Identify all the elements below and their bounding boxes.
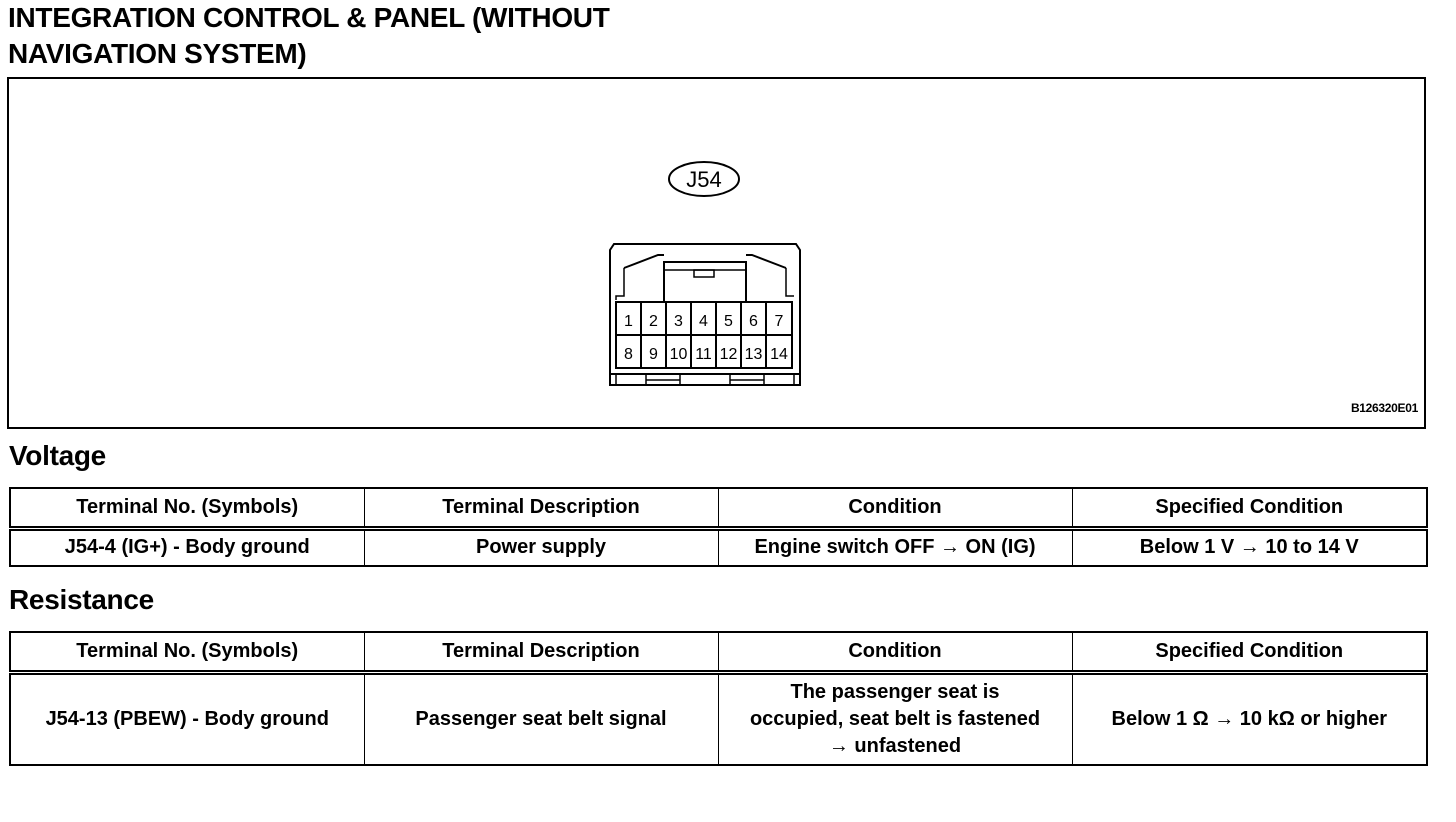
page-title-line-2: NAVIGATION SYSTEM): [8, 38, 307, 69]
connector-housing: [609, 243, 801, 386]
column-header: Specified Condition: [1071, 631, 1428, 675]
column-header: Condition: [717, 487, 1073, 531]
description-cell: Passenger seat belt signal: [363, 672, 719, 765]
specified-cell: Below 1 Ω → 10 kΩ or higher: [1071, 672, 1428, 765]
table-header-row: Terminal No. (Symbols) Terminal Descript…: [9, 487, 1428, 531]
connector-label: J54: [686, 167, 721, 192]
page-title-line-1: INTEGRATION CONTROL & PANEL (WITHOUT: [8, 2, 610, 33]
terminal-cell: J54-4 (IG+) - Body ground: [9, 528, 365, 566]
table-header-row: Terminal No. (Symbols) Terminal Descript…: [9, 631, 1428, 675]
column-header: Terminal No. (Symbols): [9, 487, 365, 531]
pin-6: 6: [749, 313, 758, 330]
pin-7: 7: [775, 313, 784, 330]
pin-labels: 1 2 3 4 5 6 7 8 9 10 11 12 13 14: [624, 313, 788, 363]
pin-14: 14: [770, 346, 788, 363]
column-header: Terminal Description: [363, 487, 719, 531]
column-header: Specified Condition: [1071, 487, 1428, 531]
pin-1: 1: [624, 313, 633, 330]
connector-diagram: J54: [609, 161, 801, 386]
resistance-heading: Resistance: [9, 584, 154, 615]
description-cell: Power supply: [363, 528, 719, 566]
pin-8: 8: [624, 346, 633, 363]
pin-3: 3: [674, 313, 683, 330]
condition-line-1: The passenger seat is: [790, 680, 1000, 703]
connector-figure: J54: [7, 77, 1426, 429]
column-header: Terminal No. (Symbols): [9, 631, 365, 675]
voltage-table: Terminal No. (Symbols) Terminal Descript…: [9, 487, 1428, 567]
pin-11: 11: [695, 346, 712, 363]
pin-2: 2: [649, 313, 658, 330]
condition-cell: Engine switch OFF → ON (IG): [717, 528, 1073, 566]
column-header: Terminal Description: [363, 631, 719, 675]
condition-line-3: → unfastened: [828, 734, 962, 757]
table-row: J54-4 (IG+) - Body ground Power supply E…: [9, 528, 1428, 566]
pin-9: 9: [649, 346, 658, 363]
pin-10: 10: [670, 346, 688, 363]
voltage-heading: Voltage: [9, 440, 106, 471]
specified-cell: Below 1 V → 10 to 14 V: [1071, 528, 1428, 566]
column-header: Condition: [717, 631, 1073, 675]
pin-4: 4: [699, 313, 708, 330]
condition-line-2: occupied, seat belt is fastened: [749, 707, 1041, 730]
pin-13: 13: [745, 346, 763, 363]
condition-cell: The passenger seat is occupied, seat bel…: [717, 672, 1073, 765]
resistance-table: Terminal No. (Symbols) Terminal Descript…: [9, 631, 1428, 766]
terminal-cell: J54-13 (PBEW) - Body ground: [9, 672, 365, 765]
pin-12: 12: [720, 346, 738, 363]
table-row: J54-13 (PBEW) - Body ground Passenger se…: [9, 672, 1428, 765]
page-title: INTEGRATION CONTROL & PANEL (WITHOUT NAV…: [8, 0, 908, 72]
pin-5: 5: [724, 313, 733, 330]
figure-id: B126320E01: [1350, 401, 1418, 415]
connector-label-ellipse: [668, 161, 740, 197]
